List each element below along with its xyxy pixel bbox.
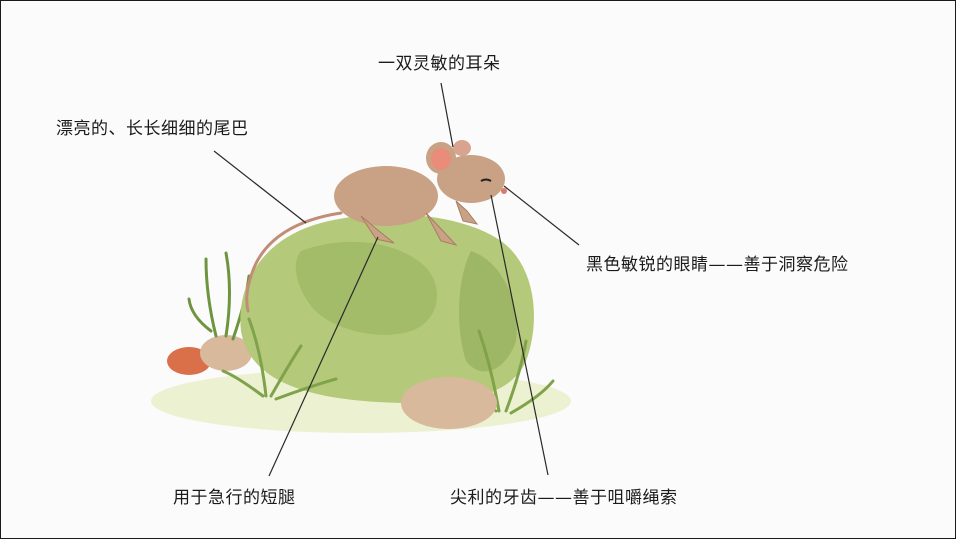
pebble-left bbox=[200, 335, 252, 371]
mouse-head bbox=[437, 155, 505, 203]
label-ears: 一双灵敏的耳朵 bbox=[378, 54, 501, 74]
label-legs: 用于急行的短腿 bbox=[173, 488, 296, 508]
leader-line-tail bbox=[213, 150, 307, 224]
mouse-legs bbox=[360, 200, 479, 246]
leader-line-eyes bbox=[503, 185, 580, 246]
mouse-tail bbox=[245, 211, 343, 313]
label-tail: 漂亮的、长长细细的尾巴 bbox=[56, 119, 249, 139]
boulder bbox=[240, 214, 534, 404]
mouse-body bbox=[334, 166, 438, 226]
mouse-eye bbox=[480, 178, 492, 182]
leader-line-ears bbox=[440, 82, 454, 148]
grass-left bbox=[187, 251, 251, 341]
red-stone bbox=[167, 347, 211, 375]
leader-line-teeth bbox=[490, 194, 549, 476]
leader-line-legs bbox=[268, 236, 379, 477]
boulder-shade-right bbox=[459, 251, 517, 372]
mouse-ear-back bbox=[453, 140, 471, 156]
mouse-ear-inner bbox=[431, 148, 451, 170]
label-eyes: 黑色敏锐的眼睛——善于洞察危险 bbox=[586, 255, 849, 275]
mouse-nose bbox=[501, 188, 507, 194]
leader-lines bbox=[213, 82, 580, 477]
label-teeth: 尖利的牙齿——善于咀嚼绳索 bbox=[450, 488, 678, 508]
pebble-right bbox=[401, 377, 497, 429]
boulder-shade bbox=[295, 241, 438, 335]
